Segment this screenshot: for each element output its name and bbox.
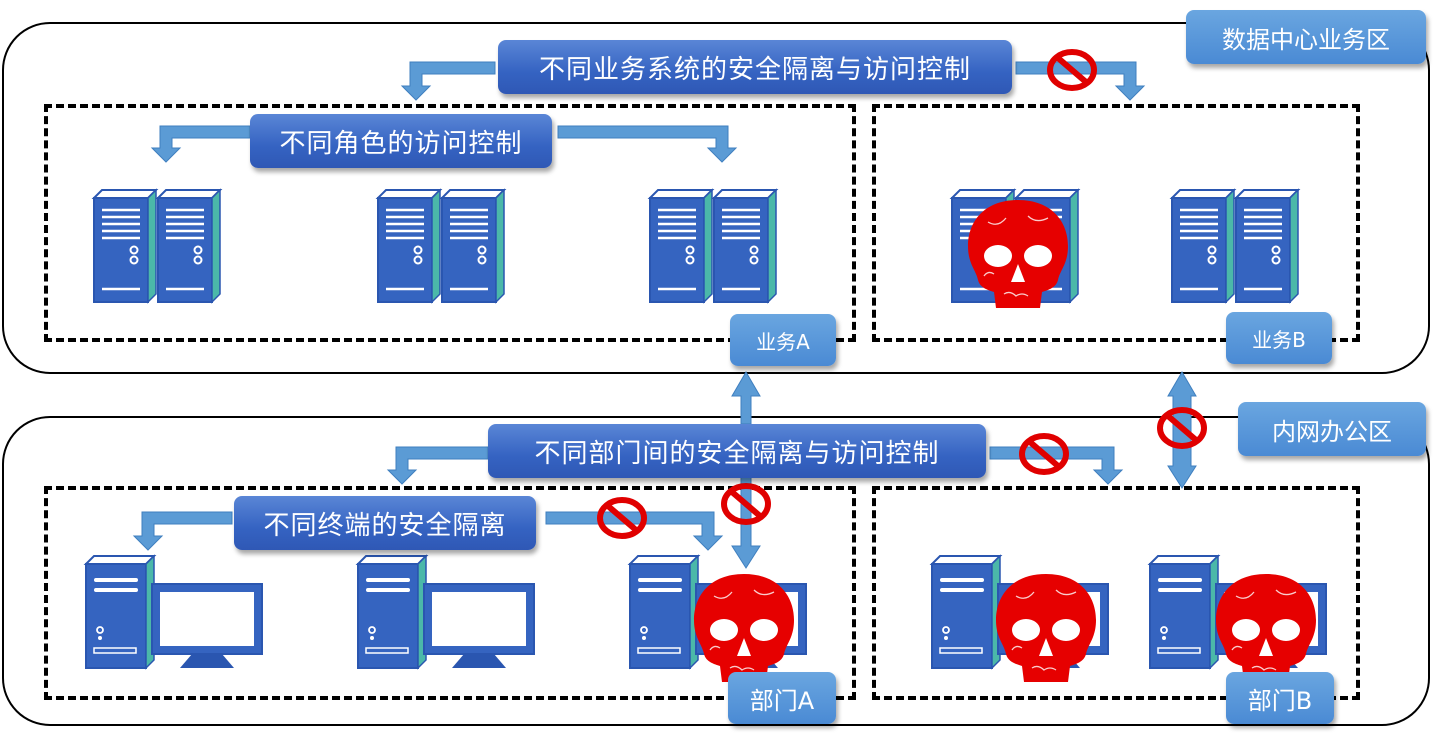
group-box-bizB [872,104,1360,342]
zone-label-intranet: 内网办公区 [1238,402,1426,456]
zone-label-datacenter: 数据中心业务区 [1186,10,1426,64]
datacenter-isolation-label: 不同业务系统的安全隔离与访问控制 [498,40,1012,94]
group-label-bizB: 业务B [1226,312,1332,364]
group-label-bizA: 业务A [730,314,836,366]
intranet-isolation-label: 不同部门间的安全隔离与访问控制 [488,424,986,478]
group-label-deptB: 部门B [1226,672,1334,724]
group-box-bizA [44,104,856,342]
terminal-isolation-label: 不同终端的安全隔离 [234,496,536,550]
group-box-deptB [872,486,1360,700]
group-box-deptA [44,486,856,700]
role-access-label: 不同角色的访问控制 [250,114,552,168]
group-label-deptA: 部门A [728,672,836,724]
